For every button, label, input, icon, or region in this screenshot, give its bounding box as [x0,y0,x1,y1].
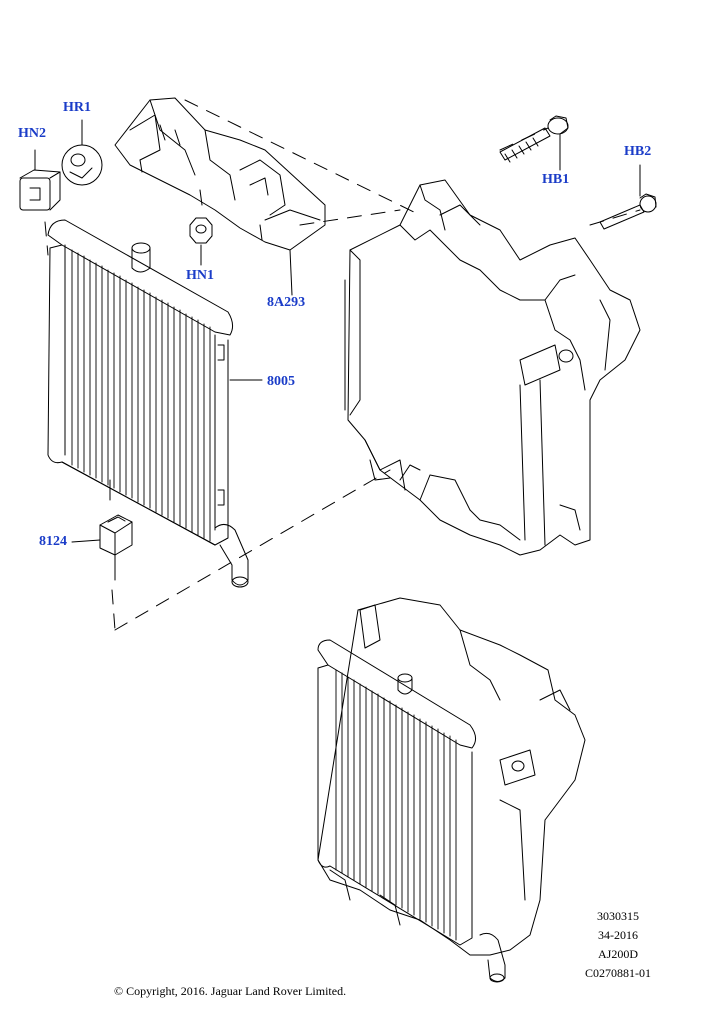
callout-8005: 8005 [267,374,295,389]
hn2-clip-nut [19,149,61,211]
assembly-guide-lines [44,99,641,631]
callout-hr1: HR1 [63,100,91,115]
callout-8a293: 8A293 [267,295,306,310]
reference-number: 3030315 [597,909,639,923]
callout-hn1: HN1 [186,268,214,283]
callout-8124: 8124 [39,534,67,549]
reference-date: 34-2016 [598,928,638,942]
callout-hb1: HB1 [542,172,570,187]
fan-shroud [344,179,641,556]
hb1-bolt [499,115,569,171]
reference-block: 3030315 34-2016 AJ200D C0270881-01 [578,907,658,983]
callout-hb2: HB2 [624,144,652,159]
callout-hn2: HN2 [18,126,46,141]
8124-lower-mount [71,514,133,581]
assembled-radiator-view [317,597,586,983]
8a293-upper-bracket [114,97,326,296]
8005-radiator [47,219,263,588]
reference-code: C0270881-01 [585,966,651,980]
hn1-nut [189,217,213,266]
hr1-retainer [61,119,103,186]
copyright-notice: © Copyright, 2016. Jaguar Land Rover Lim… [114,984,347,998]
reference-model: AJ200D [597,947,638,961]
hb2-bolt [599,164,657,230]
